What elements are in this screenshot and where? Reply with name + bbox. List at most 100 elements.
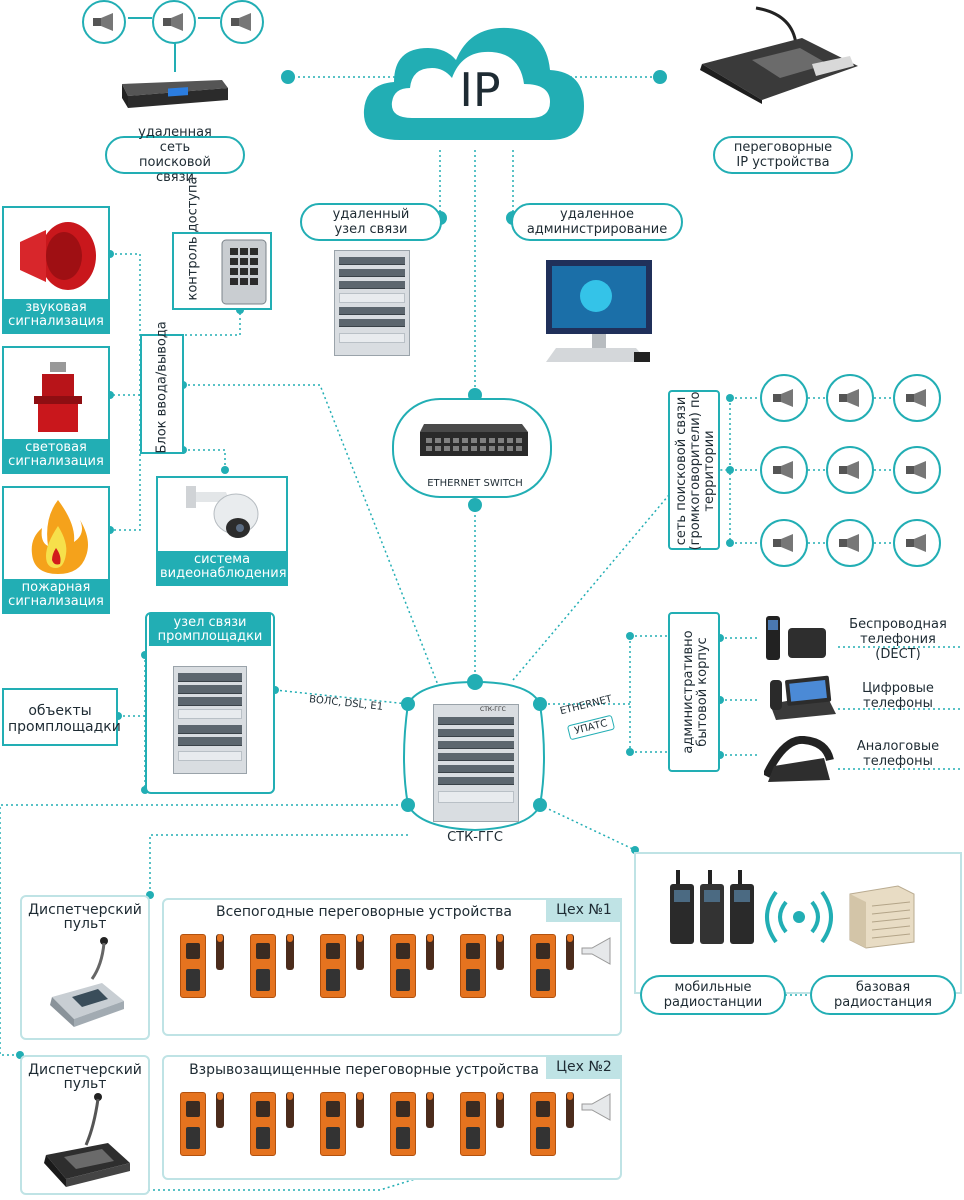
beacon-icon <box>566 1092 574 1128</box>
intercom-device-icon <box>180 1092 206 1156</box>
beacon-icon <box>286 934 294 970</box>
remote-paging-label: удаленная сеть поисковой связи <box>105 125 245 185</box>
site-objects-card: объекты промплощадки <box>2 688 121 746</box>
speaker-icon <box>760 374 808 422</box>
workshop-1-tag: Цех №1 <box>546 898 622 922</box>
speaker-icon <box>152 0 196 44</box>
stk-rack-label: СТК-ГГС <box>480 706 506 713</box>
speaker-icon <box>826 374 874 422</box>
server-rack-icon <box>173 666 247 774</box>
beacon-icon <box>216 1092 224 1128</box>
computer-monitor-icon <box>546 260 652 362</box>
beacon-icon <box>286 1092 294 1128</box>
console-1-card: Диспетчерский пульт <box>20 895 150 1040</box>
speaker-icon <box>760 446 808 494</box>
light-alarm-label: световая сигнализация <box>4 439 108 472</box>
admin-building-card: административно бытовой корпус <box>668 612 720 772</box>
beacon-icon <box>426 1092 434 1128</box>
keypad-icon <box>221 239 267 305</box>
workshop-1-title: Всепогодные переговорные устройства <box>215 904 513 920</box>
base-station-label: базовая радиостанция <box>810 975 956 1015</box>
speaker-icon <box>220 0 264 44</box>
intercom-device-icon <box>250 1092 276 1156</box>
analog-phone-icon <box>764 736 834 782</box>
base-station-icon <box>849 885 915 949</box>
walkie-talkie-icon <box>670 870 754 944</box>
dect-phone-icon <box>766 616 826 660</box>
intercom-device-icon <box>530 1092 556 1156</box>
site-objects-label: объекты промплощадки <box>8 703 121 735</box>
site-node-card: узел связи промплощадки <box>145 612 275 794</box>
horn-speaker-icon <box>581 1093 611 1121</box>
territory-paging-label: сеть поисковой связи (громкоговорители) … <box>674 391 717 551</box>
intercom-device-icon <box>530 934 556 998</box>
paging-amplifier-icon <box>122 80 228 108</box>
flame-icon <box>31 500 88 574</box>
radio-wave-icon <box>765 890 833 944</box>
speaker-icon <box>826 519 874 567</box>
site-node-title: узел связи промплощадки <box>149 614 271 646</box>
console-2-label: Диспетчерский пульт <box>28 1062 142 1092</box>
beacon-icon <box>356 1092 364 1128</box>
intercom-device-icon <box>180 934 206 998</box>
speaker-icon <box>826 446 874 494</box>
intercom-device-icon <box>320 1092 346 1156</box>
horn-speaker-icon <box>581 937 611 965</box>
digital-phone-icon <box>770 675 836 720</box>
digital-phones-label: Цифровые телефоны <box>862 681 934 711</box>
territory-paging-card: сеть поисковой связи (громкоговорители) … <box>668 390 720 550</box>
intercom-device-icon <box>460 1092 486 1156</box>
access-control-label: контроль доступа <box>185 176 201 301</box>
speaker-icon <box>760 519 808 567</box>
beacon-icon <box>496 1092 504 1128</box>
intercom-device-icon <box>390 934 416 998</box>
fire-alarm-card: пожарная сигнализация <box>2 486 110 614</box>
server-rack-icon <box>334 250 410 356</box>
access-control-card: контроль доступа <box>172 176 272 310</box>
dispatch-console-icon <box>50 937 124 1027</box>
siren-icon <box>20 222 96 290</box>
dect-label: Беспроводная телефония (DECT) <box>849 617 947 662</box>
beacon-icon <box>34 362 82 432</box>
sound-alarm-card: звуковая сигнализация <box>2 206 110 334</box>
sound-alarm-label: звуковая сигнализация <box>4 299 108 332</box>
beacon-icon <box>216 934 224 970</box>
speaker-icon <box>893 374 941 422</box>
console-2-card: Диспетчерский пульт <box>20 1055 150 1195</box>
beacon-icon <box>496 934 504 970</box>
ip-intercom-console-icon <box>700 6 858 104</box>
beacon-icon <box>426 934 434 970</box>
stk-label: СТК-ГГС <box>447 830 503 845</box>
video-surveillance-label: система видеонаблюдения <box>158 551 287 584</box>
intercom-device-icon <box>320 934 346 998</box>
fire-alarm-label: пожарная сигнализация <box>4 579 108 612</box>
ip-intercom-label: переговорные IP устройства <box>713 136 853 174</box>
admin-building-label: административно бытовой корпус <box>681 630 710 754</box>
analog-phones-label: Аналоговые телефоны <box>856 739 940 769</box>
speaker-icon <box>82 0 126 44</box>
speaker-icon <box>893 519 941 567</box>
intercom-device-icon <box>250 934 276 998</box>
ethernet-switch-label: ETHERNET SWITCH <box>427 478 523 489</box>
cloud-label: IP <box>459 63 501 117</box>
remote-admin-label: удаленное администрирование <box>511 203 683 241</box>
network-switch-icon <box>420 424 528 456</box>
intercom-device-icon <box>390 1092 416 1156</box>
stk-rack-icon: СТК-ГГС <box>433 704 519 822</box>
light-alarm-card: световая сигнализация <box>2 346 110 474</box>
workshop-2-tag: Цех №2 <box>546 1055 622 1079</box>
io-block-card: Блок ввода/вывода <box>140 321 184 454</box>
dome-camera-icon <box>186 486 259 538</box>
mobile-radios-label: мобильные радиостанции <box>640 975 786 1015</box>
intercom-device-icon <box>460 934 486 998</box>
io-block-label: Блок ввода/вывода <box>154 321 170 454</box>
workshop-2-title: Взрывозащищенные переговорные устройства <box>189 1062 539 1078</box>
beacon-icon <box>566 934 574 970</box>
dispatch-console-icon <box>44 1093 130 1187</box>
video-surveillance-card: система видеонаблюдения <box>156 476 288 586</box>
beacon-icon <box>356 934 364 970</box>
ip-cloud <box>363 27 584 141</box>
speaker-icon <box>893 446 941 494</box>
console-1-label: Диспетчерский пульт <box>28 902 142 932</box>
remote-comm-node-label: удаленный узел связи <box>300 203 442 241</box>
